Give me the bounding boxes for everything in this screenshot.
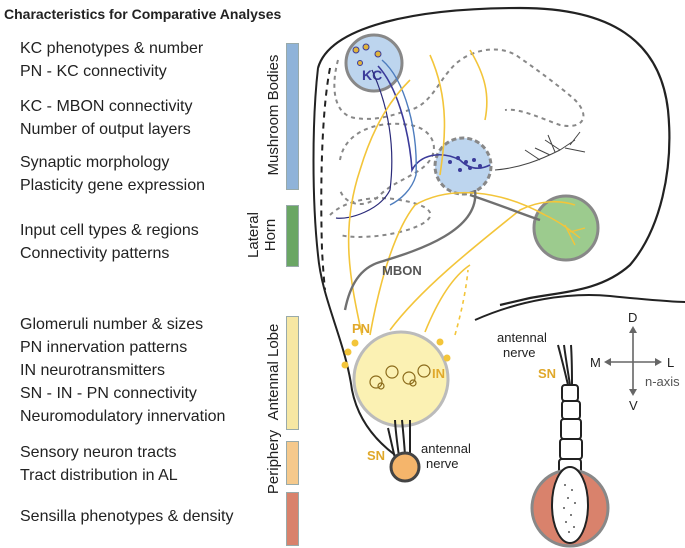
figure-title: Characteristics for Comparative Analyses [4,6,282,22]
antennal-nerve-right-label-2: nerve [503,345,536,360]
list-item: Glomeruli number & sizes [20,316,204,333]
mushroom-bodies-bar [286,43,299,190]
mb-lobe-circle [433,136,493,196]
lh-pn-branches [544,214,586,246]
head-outline-right [474,294,685,321]
list-item: KC - MBON connectivity [20,98,193,115]
sensilla-bar [286,492,299,546]
sn-label: SN [367,448,385,463]
brain-outline-lower [312,67,396,456]
axis-l-label: L [667,355,674,370]
antenna-segments [558,384,583,474]
list-item: Tract distribution in AL [20,467,178,484]
list-item: Neuromodulatory innervation [20,408,226,425]
mbon-dendrite-tree [494,131,586,171]
in-label: IN [432,366,445,381]
axis-compass [604,326,662,396]
mb-lobe-outline [339,122,435,205]
axis-v-label: V [629,398,638,413]
periphery-bar [286,441,299,485]
list-item: Sensilla phenotypes & density [20,508,234,525]
pn-somata [341,338,451,369]
axis-d-label: D [628,310,637,325]
sn-right-label: SN [538,366,556,381]
brain-dashed-edge [320,67,331,291]
list-item: PN innervation patterns [20,339,188,356]
kc-calyx-circle [344,33,404,93]
mb-peduncle-outline [329,197,432,238]
axis-m-label: M [590,355,601,370]
kc-label: KC [362,67,382,83]
kc-axon-bundle-3 [335,69,393,219]
mbon-label: MBON [382,263,422,278]
kc-axon-bundle [377,65,491,173]
glomeruli [369,364,431,390]
antennal-nerve-label-1: antennal [421,441,471,456]
pn-label: PN [352,321,370,336]
brain-outline [316,6,671,307]
list-item: KC phenotypes & number [20,40,204,57]
kc-cells [352,43,382,66]
sensilla-dots [563,484,576,533]
list-item: Synaptic morphology [20,154,170,171]
mbon-lh-tract [469,193,541,222]
antennal-nerve-label-2: nerve [426,456,459,471]
pn-dashed-tract [454,269,469,336]
antenna-scape [551,466,589,544]
antennal-nerve-right-label-1: antennal [497,330,547,345]
list-item: Number of output layers [20,121,191,138]
kc-axon-bundle-2 [381,59,417,206]
antennal-lobe-circle [352,330,450,428]
kc-terminal-dots [448,156,482,172]
list-item: PN - KC connectivity [20,63,167,80]
antenna-nerve-right [557,344,573,386]
list-item: IN neurotransmitters [20,362,165,379]
pn-tracts [347,49,576,336]
mbon-tract [343,189,477,311]
lateral-horn-bar [286,205,299,267]
list-item: Input cell types & regions [20,222,199,239]
axis-caption: n-axis [645,374,680,389]
list-item: Connectivity patterns [20,245,170,262]
list-item: SN - IN - PN connectivity [20,385,197,402]
antennal-lobe-bar [286,316,299,430]
sn-circle [389,451,421,483]
list-item: Sensory neuron tracts [20,444,177,461]
list-item: Plasticity gene expression [20,177,205,194]
